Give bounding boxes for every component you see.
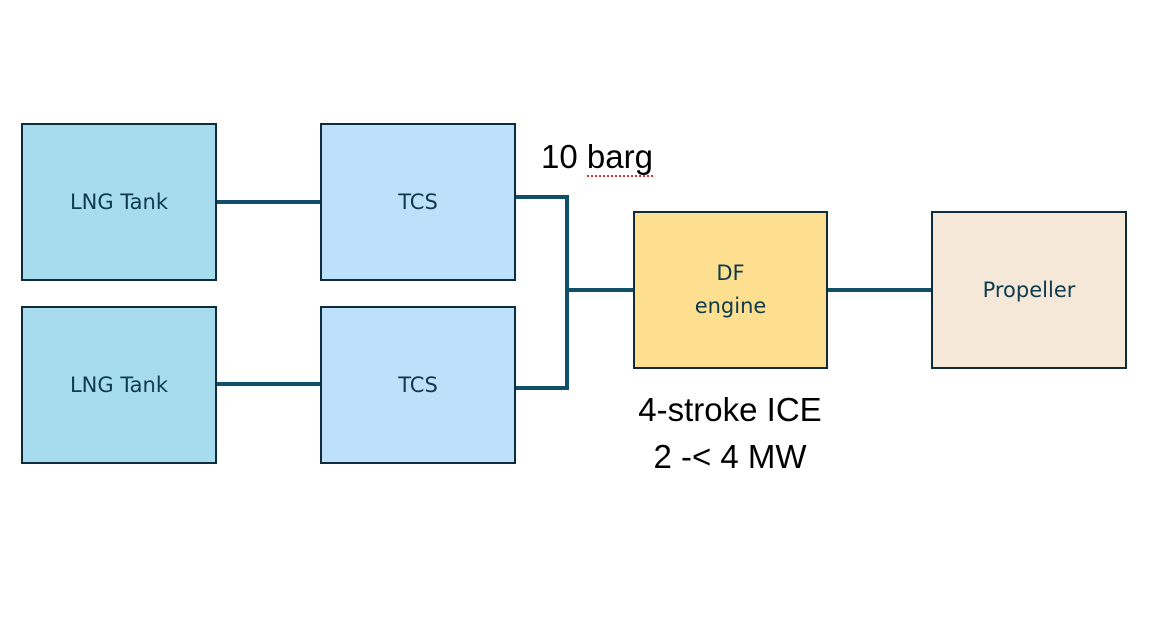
- pressure-value: 10: [541, 138, 578, 175]
- engine-type-annotation: 4-stroke ICE: [638, 391, 822, 428]
- lng-tank-1-label: LNG Tank: [69, 189, 169, 214]
- connector-tcs1-header: [516, 195, 569, 199]
- engine-power-annotation: 2 -< 4 MW: [653, 438, 807, 475]
- lng-tank-1: LNG Tank: [21, 123, 217, 281]
- connector-tcs2-header: [516, 386, 569, 390]
- tcs-1-label: TCS: [398, 189, 438, 214]
- propeller: Propeller: [931, 211, 1127, 369]
- tcs-2-label: TCS: [398, 372, 438, 397]
- connector-manifold: [565, 195, 569, 390]
- connector-tank1-tcs1: [217, 200, 320, 204]
- lng-tank-2: LNG Tank: [21, 306, 217, 464]
- connector-tank2-tcs2: [217, 382, 320, 386]
- connector-header-engine: [565, 288, 633, 292]
- tcs-1: TCS: [320, 123, 516, 281]
- connector-engine-propeller: [828, 288, 931, 292]
- df-engine: DF engine: [633, 211, 828, 369]
- pressure-unit: barg: [586, 138, 653, 177]
- df-engine-label-line1: DF: [716, 261, 745, 285]
- df-engine-label-line2: engine: [694, 294, 767, 318]
- tcs-2: TCS: [320, 306, 516, 464]
- pressure-annotation: 10 barg: [541, 138, 653, 177]
- propeller-label: Propeller: [982, 277, 1076, 302]
- lng-tank-2-label: LNG Tank: [69, 372, 169, 397]
